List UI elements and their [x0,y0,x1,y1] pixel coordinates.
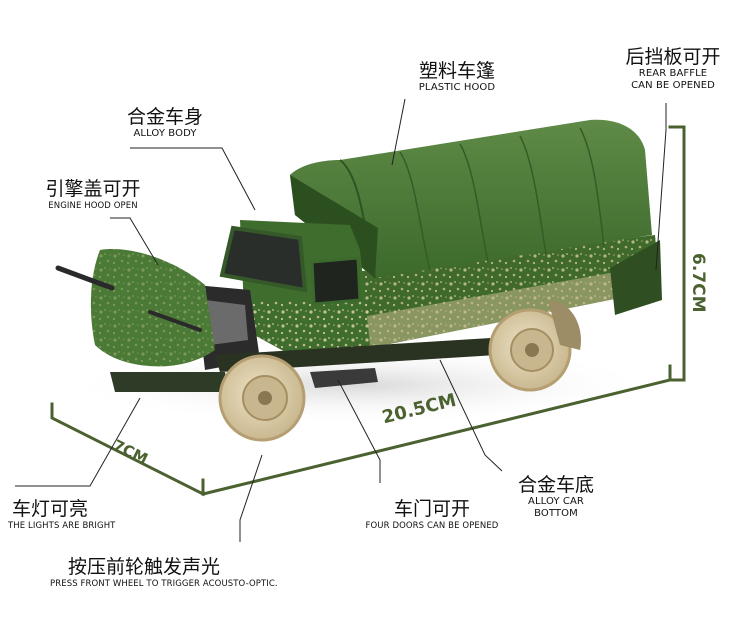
doors-en: FOUR DOORS CAN BE OPENED [365,521,499,531]
label-alloy-body: 合金车身 ALLOY BODY [105,106,225,140]
label-engine-hood: 引擎盖可开 ENGINE HOOD OPEN [28,178,158,212]
label-doors: 车门可开 FOUR DOORS CAN BE OPENED [352,498,512,532]
height-bracket [668,125,686,382]
label-alloy-bottom: 合金车底 ALLOY CAR BOTTOM [496,474,616,520]
label-sound-light: 按压前轮触发声光 PRESS FRONT WHEEL TO TRIGGER AC… [50,556,310,590]
chassis [215,335,545,372]
rear-baffle-en-2: CAN BE OPENED [631,80,715,91]
lights-cn: 车灯可亮 [12,498,89,520]
front-bumper [110,372,228,392]
alloy-bottom-cn: 合金车底 [517,474,594,496]
machine-gun [55,265,115,291]
front-wheel [218,354,306,442]
door-step [310,368,378,388]
width-bracket [50,402,205,497]
alloy-bottom-en-1: ALLOY CAR [528,496,584,507]
engine-hood-en: ENGINE HOOD OPEN [48,201,138,211]
rear-wheel [488,308,572,392]
alloy-body-cn: 合金车身 [126,106,203,128]
alloy-body-en: ALLOY BODY [133,128,197,139]
doors-cn: 车门可开 [393,498,470,520]
far-rear-wheel [548,300,581,350]
engine-hood-cn: 引擎盖可开 [45,178,141,200]
label-rear-baffle: 后挡板可开 REAR BAFFLE CAN BE OPENED [600,46,746,92]
lights-en: THE LIGHTS ARE BRIGHT [8,521,116,531]
truck-illustration [55,119,662,442]
canvas-cover [290,119,652,278]
label-lights: 车灯可亮 THE LIGHTS ARE BRIGHT [8,498,152,532]
sound-light-en: PRESS FRONT WHEEL TO TRIGGER ACOUSTO-OPT… [50,579,278,589]
windshield [219,225,308,293]
label-plastic-hood: 塑料车篷 PLASTIC HOOD [392,60,522,94]
leader-lines [15,98,667,542]
plastic-hood-cn: 塑料车篷 [418,60,495,82]
rear-baffle [610,240,662,315]
alloy-bottom-en-2: BOTTOM [534,508,578,519]
sound-light-cn: 按压前轮触发声光 [68,556,221,578]
rear-baffle-cn: 后挡板可开 [625,46,721,68]
plastic-hood-en: PLASTIC HOOD [418,82,496,93]
side-window [310,256,362,306]
rear-baffle-en-1: REAR BAFFLE [638,68,708,79]
height-dimension: 6.7CM [688,253,708,313]
dimension-brackets [50,125,686,497]
